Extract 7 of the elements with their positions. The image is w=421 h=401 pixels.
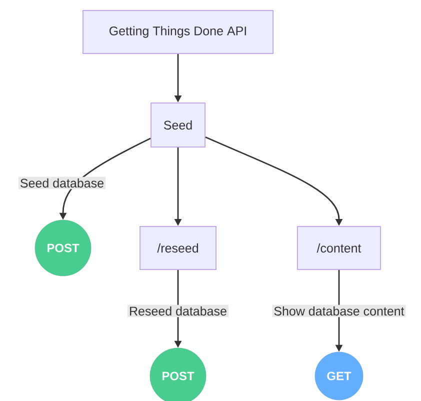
process-box: Seed	[150, 102, 206, 148]
edge-label: Seed database	[18, 176, 106, 190]
edge-label: Show database content	[272, 304, 406, 318]
edge-label: Reseed database	[128, 304, 228, 318]
process-box: Getting Things Done API	[82, 10, 274, 54]
process-box: /reseed	[140, 226, 216, 270]
process-box: /content	[297, 226, 381, 270]
